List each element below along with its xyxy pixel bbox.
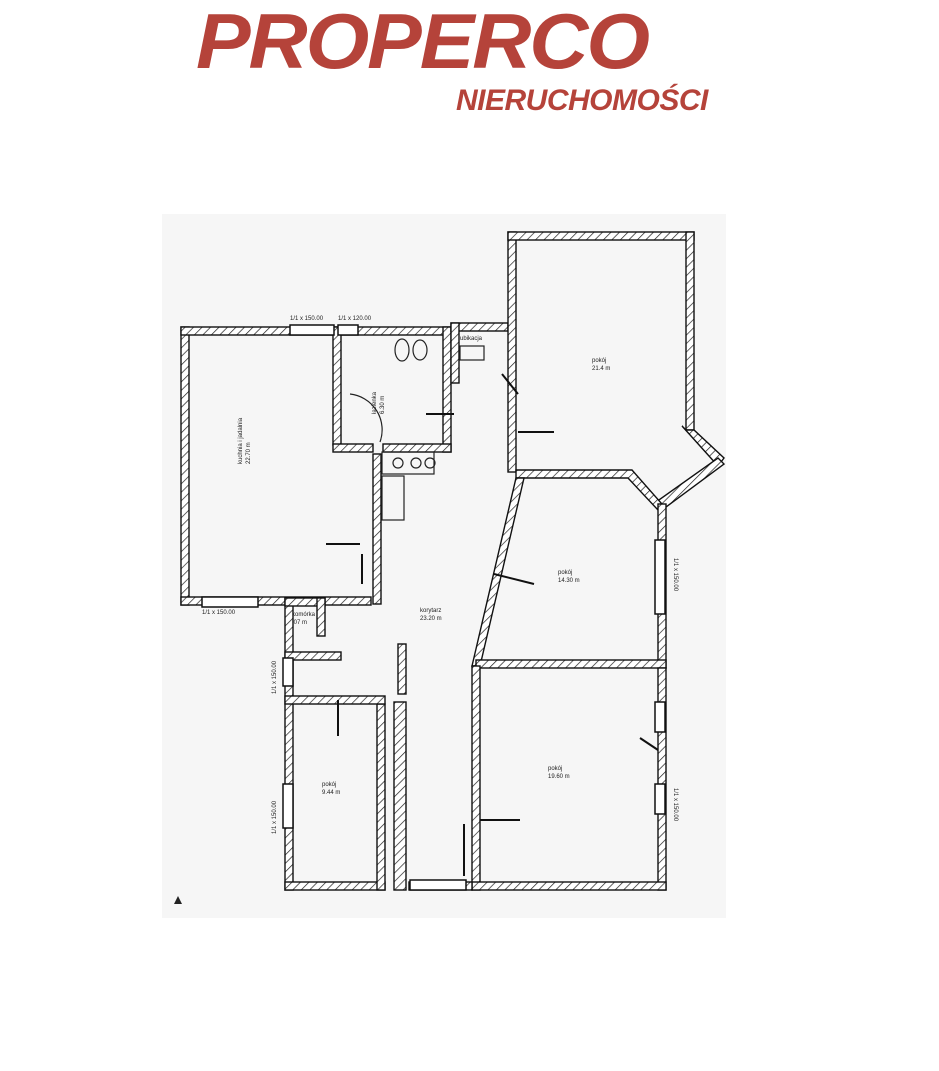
svg-text:łazienka 6.30 m: łazienka 6.30 m <box>372 390 386 414</box>
room-bottom-right-area: 19.60 m <box>548 774 570 780</box>
room-kitchen-area: 22.70 m <box>246 442 252 464</box>
window-dim-right-middle: 1/1 x 150.00 <box>672 558 678 592</box>
svg-text:kuchnia i jadalnia 22.: kuchnia i jadalnia 22.70 m <box>238 416 252 464</box>
room-labels: kuchnia i jadalnia 22.70 m łazienka 6.30… <box>238 336 610 796</box>
room-top-right-area: 21.4 m <box>592 366 610 372</box>
north-arrow-icon <box>174 896 182 904</box>
window-dim-top-2: 1/1 x 120.00 <box>338 316 372 322</box>
window-dim-right-bottom: 1/1 x 150.00 <box>672 788 678 822</box>
window-dim-left-lower: 1/1 x 150.00 <box>272 800 278 834</box>
room-bathroom-area: 6.30 m <box>380 396 386 414</box>
room-storage-area: .07 m <box>292 620 307 626</box>
window-dim-top-1: 1/1 x 150.00 <box>290 316 324 322</box>
window-dim-left-upper: 1/1 x 150.00 <box>272 660 278 694</box>
room-bathroom-name: łazienka <box>372 391 378 414</box>
room-top-right-name: pokój <box>592 358 606 364</box>
room-storage-name: komórka <box>292 612 316 618</box>
room-bottom-left-area: 9.44 m <box>322 790 340 796</box>
room-kitchen-name: kuchnia i jadalnia <box>238 417 244 464</box>
room-wc-name: ubikacja <box>460 336 483 342</box>
window-dim-bottom-kitchen: 1/1 x 150.00 <box>202 610 236 616</box>
plan-paper <box>162 214 726 918</box>
brand-subtitle: NIERUCHOMOŚCI <box>456 84 708 117</box>
room-middle-right-area: 14.30 m <box>558 578 580 584</box>
room-middle-right-name: pokój <box>558 570 572 576</box>
door-markers <box>326 373 659 876</box>
room-bottom-left-name: pokój <box>322 782 336 788</box>
room-corridor-name: korytarz <box>420 608 441 614</box>
floor-plan: kuchnia i jadalnia 22.70 m łazienka 6.30… <box>162 214 726 918</box>
brand-logo: PROPERCO NIERUCHOMOŚCI <box>0 0 939 130</box>
window-dimensions: 1/1 x 150.00 1/1 x 120.00 1/1 x 150.00 1… <box>202 316 678 834</box>
brand-name: PROPERCO <box>196 0 650 85</box>
windows <box>201 324 666 891</box>
walls <box>180 231 726 891</box>
room-bottom-right-name: pokój <box>548 766 562 772</box>
room-corridor-area: 23.20 m <box>420 616 442 622</box>
fixtures <box>349 338 485 521</box>
